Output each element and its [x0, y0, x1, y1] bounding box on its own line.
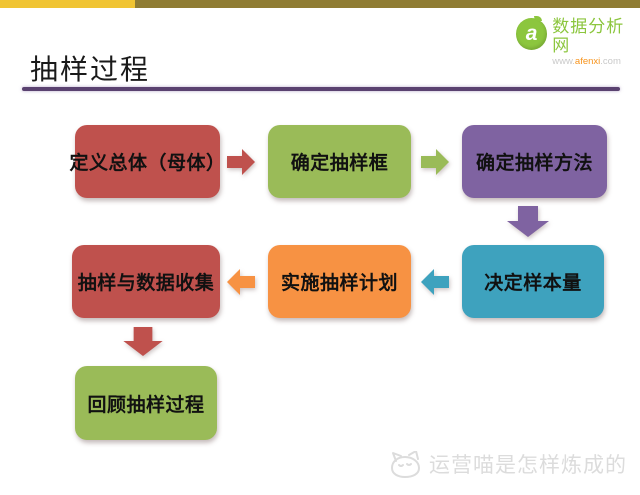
flow-node-data-collection: 抽样与数据收集 — [72, 245, 220, 318]
brand-url-domain: afenxi — [574, 56, 601, 68]
watermark: 运营喵是怎样炼成的 — [388, 449, 627, 479]
logo-a-glyph: a — [525, 22, 538, 45]
arrow-right-icon — [227, 147, 255, 177]
arrow-right-icon — [421, 147, 449, 177]
arrow-left-icon — [421, 267, 449, 297]
arrow-down-icon — [121, 327, 165, 356]
brand-name: 数据分析网 — [552, 17, 625, 55]
top-accent-bar — [0, 0, 640, 8]
brand-logo-icon: a — [516, 16, 548, 50]
flow-node-define-population: 定义总体（母体） — [70, 125, 225, 198]
brand-url-tld: .com — [600, 56, 621, 68]
flow-node-review-process: 回顾抽样过程 — [75, 366, 217, 440]
flow-node-sample-size: 决定样本量 — [462, 245, 604, 318]
watermark-text: 运营喵是怎样炼成的 — [429, 454, 627, 477]
page-title: 抽样过程 — [30, 54, 151, 85]
title-underline — [22, 87, 620, 91]
brand-text-block: 数据分析网 www.afenxi.com — [552, 17, 640, 68]
flow-node-sampling-frame: 确定抽样框 — [268, 125, 411, 198]
top-accent-bar-left — [0, 0, 135, 8]
flow-node-sampling-method: 确定抽样方法 — [462, 125, 607, 198]
brand-logo: a 数据分析网 www.afenxi.com — [516, 16, 640, 68]
logo-leaf-icon — [534, 16, 543, 21]
arrow-left-icon — [227, 267, 255, 297]
arrow-down-icon — [506, 206, 550, 237]
flow-node-execute-plan: 实施抽样计划 — [268, 245, 411, 318]
top-accent-bar-right — [135, 0, 640, 8]
cat-icon — [388, 449, 422, 478]
brand-url-www: www. — [552, 56, 575, 68]
brand-url: www.afenxi.com — [552, 57, 640, 67]
